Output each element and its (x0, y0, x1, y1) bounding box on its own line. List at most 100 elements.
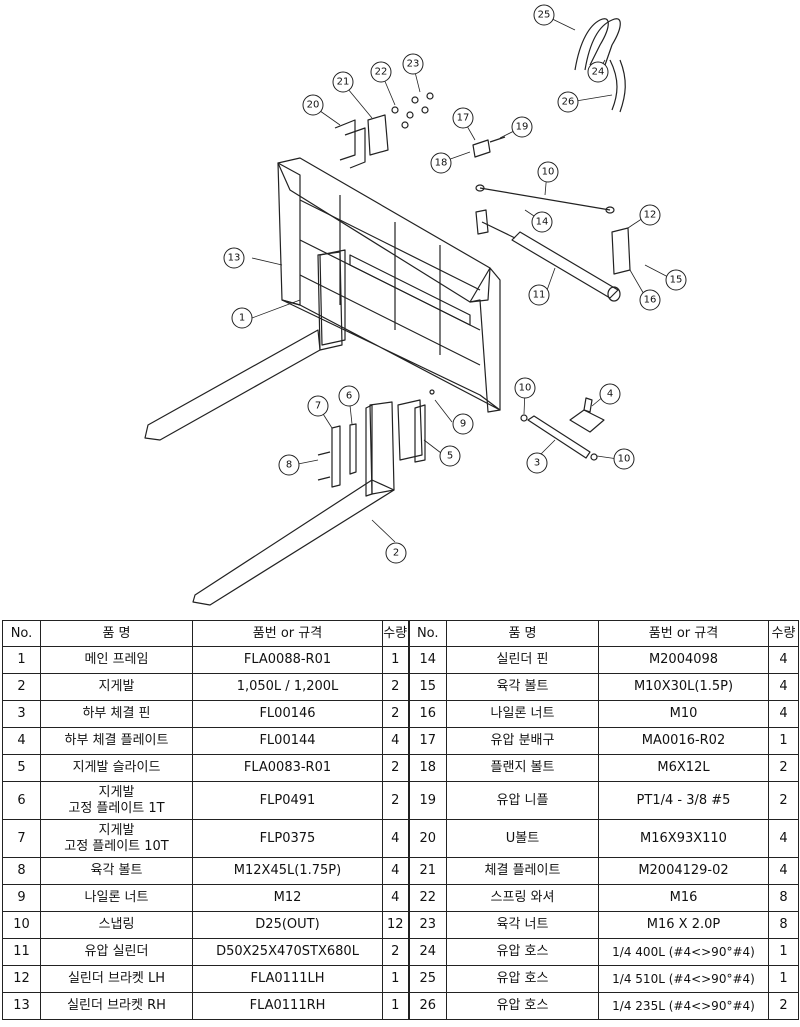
part-name: 스냅링 (40, 911, 193, 939)
hoses-drawing (574, 18, 626, 113)
part-name: 체결 플레이트 (446, 857, 599, 885)
part-name: 하부 체결 플레이트 (40, 727, 193, 755)
part-name: 나일론 너트 (40, 884, 193, 912)
callout-label-13: 13 (228, 253, 241, 264)
header-no: No. (2, 620, 41, 647)
callout-2 (385, 542, 407, 564)
part-name: U볼트 (446, 819, 599, 858)
part-spec: M2004098 (598, 646, 769, 674)
part-name: 지게발 (40, 673, 193, 701)
callout-label-4: 4 (607, 389, 613, 400)
callout-3 (526, 452, 548, 474)
part-name: 스프링 와셔 (446, 884, 599, 912)
callout-25 (533, 4, 555, 26)
part-name-line2: 고정 플레이트 1T (68, 800, 165, 816)
header-no-right: No. (407, 620, 447, 647)
part-qty: 4 (382, 884, 409, 912)
callout-label-22: 22 (375, 67, 388, 78)
part-no: 6 (2, 781, 41, 820)
part-name: 실린더 핀 (446, 646, 599, 674)
part-spec: M12 (192, 884, 383, 912)
callout-14 (531, 211, 553, 233)
part-spec: M16 X 2.0P (598, 911, 769, 939)
cylinder-pins-drawing (475, 184, 615, 235)
part-spec: FL00146 (192, 700, 383, 728)
callout-label-21: 21 (337, 77, 350, 88)
callout-22 (370, 61, 392, 83)
part-spec: M6X12L (598, 754, 769, 782)
callout-17 (452, 107, 474, 129)
part-spec: FLP0375 (192, 819, 383, 858)
part-qty: 4 (768, 857, 799, 885)
nuts-drawing (391, 92, 434, 129)
part-spec: M10X30L(1.5P) (598, 673, 769, 701)
part-qty: 2 (382, 781, 409, 820)
part-no: 25 (407, 965, 447, 993)
part-qty: 12 (382, 911, 409, 939)
callout-24 (587, 61, 609, 83)
part-spec: FLA0111LH (192, 965, 383, 993)
part-spec: D50X25X470STX680L (192, 938, 383, 966)
callout-19 (511, 116, 533, 138)
part-spec: M16X93X110 (598, 819, 769, 858)
part-no: 22 (407, 884, 447, 912)
part-qty: 2 (382, 754, 409, 782)
part-spec: FLA0088-R01 (192, 646, 383, 674)
callout-label-14: 14 (536, 217, 549, 228)
callout-label-1: 1 (239, 313, 245, 324)
part-spec: 1/4 235L (#4<>90°#4) (598, 992, 769, 1020)
part-no: 26 (407, 992, 447, 1020)
callout-label-18: 18 (435, 158, 448, 169)
part-spec: MA0016-R02 (598, 727, 769, 755)
part-spec: 1/4 510L (#4<>90°#4) (598, 965, 769, 993)
callout-label-3: 3 (534, 458, 540, 469)
callout-7 (307, 395, 329, 417)
part-name: 유압 니플 (446, 781, 599, 820)
fork-upper-drawing (144, 251, 343, 441)
part-name: 유압 호스 (446, 938, 599, 966)
part-name: 육각 볼트 (40, 857, 193, 885)
part-no: 17 (407, 727, 447, 755)
part-spec: M12X45L(1.75P) (192, 857, 383, 885)
callout-6 (338, 385, 360, 407)
callout-20 (302, 94, 324, 116)
part-no: 5 (2, 754, 41, 782)
callout-label-25: 25 (538, 10, 551, 21)
callout-label-24: 24 (592, 67, 605, 78)
part-no: 8 (2, 857, 41, 885)
part-spec: FLA0111RH (192, 992, 383, 1020)
fork-lower-drawing (192, 401, 395, 606)
callout-10b (613, 448, 635, 470)
part-qty: 2 (382, 673, 409, 701)
part-name: 유압 호스 (446, 992, 599, 1020)
header-name: 품 명 (40, 620, 193, 647)
callout-16 (639, 289, 661, 311)
part-qty: 4 (768, 673, 799, 701)
callout-label-16: 16 (644, 295, 657, 306)
part-spec: FL00144 (192, 727, 383, 755)
part-qty: 1 (768, 727, 799, 755)
parts-list-table: No. 품 명 품번 or 규격 수량 No. 품 명 품번 or 규격 수량 … (2, 620, 799, 1020)
part-no: 11 (2, 938, 41, 966)
part-no: 19 (407, 781, 447, 820)
callout-label-8: 8 (286, 460, 292, 471)
callout-12 (639, 204, 661, 226)
part-no: 10 (2, 911, 41, 939)
part-name: 유압 분배구 (446, 727, 599, 755)
part-qty: 4 (768, 700, 799, 728)
callout-10a (514, 377, 536, 399)
part-qty: 1 (382, 965, 409, 993)
fork-slide-drawing (397, 399, 426, 463)
callout-label-19: 19 (516, 122, 529, 133)
part-name: 나일론 너트 (446, 700, 599, 728)
part-qty: 1 (382, 646, 409, 674)
part-name: 지게발 슬라이드 (40, 754, 193, 782)
callout-label-15: 15 (670, 275, 683, 286)
